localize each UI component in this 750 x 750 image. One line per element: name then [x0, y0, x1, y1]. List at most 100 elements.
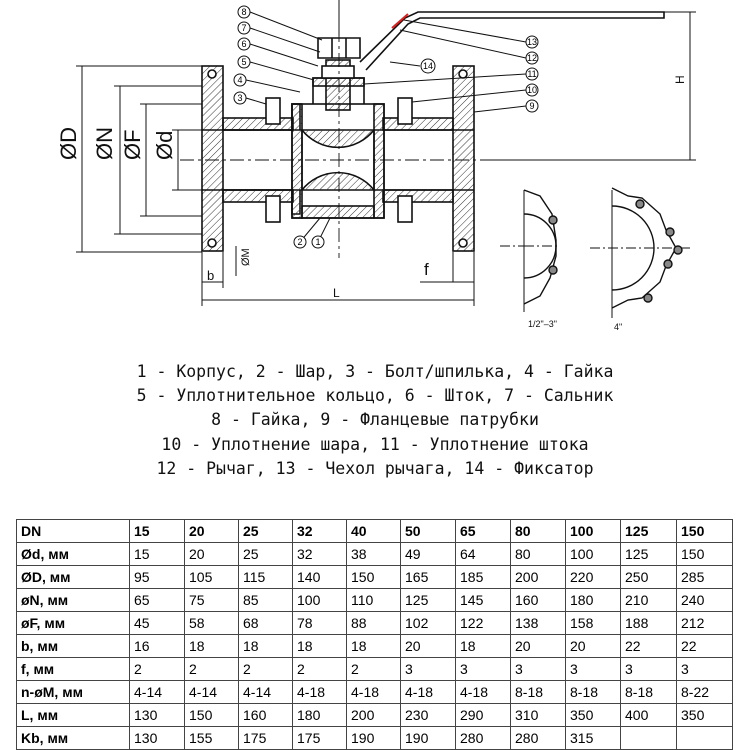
callout-7: 7 [237, 21, 251, 35]
callout-8-label: 8 [241, 7, 246, 17]
ball [301, 129, 375, 149]
value-cell: 200 [346, 703, 401, 727]
value-cell: 210 [620, 588, 677, 612]
value-cell: 185 [455, 565, 511, 589]
value-cell: 49 [400, 542, 456, 566]
value-cell [620, 726, 677, 750]
legend-line: 1 - Корпус, 2 - Шар, 3 - Болт/шпилька, 4… [136, 362, 614, 381]
value-cell: 175 [292, 726, 347, 750]
value-cell: 315 [565, 726, 621, 750]
header-cell: 100 [565, 519, 621, 543]
value-cell: 125 [620, 542, 677, 566]
value-cell: 8-22 [676, 680, 733, 704]
value-cell: 8-18 [510, 680, 566, 704]
value-cell: 190 [400, 726, 456, 750]
dimension-lines [76, 11, 696, 306]
value-cell: 400 [620, 703, 677, 727]
row-label-cell: n-øM, мм [16, 680, 130, 704]
dimension-labels: ØD ØN ØF Ød ØM b f L H [56, 75, 687, 300]
value-cell: 85 [238, 588, 293, 612]
value-cell: 18 [238, 634, 293, 658]
callout-13: 13 [525, 35, 539, 49]
value-cell: 2 [346, 657, 401, 681]
callout-10: 10 [525, 83, 539, 97]
row-label-cell: b, мм [16, 634, 130, 658]
header-cell: 40 [346, 519, 401, 543]
value-cell: 150 [184, 703, 239, 727]
callout-7-label: 7 [241, 23, 246, 33]
left-flange [201, 65, 224, 252]
value-cell: 18 [346, 634, 401, 658]
value-cell: 140 [292, 565, 347, 589]
value-cell: 280 [510, 726, 566, 750]
bolt-right-bottom [397, 195, 413, 223]
legend-line: 12 - Рычаг, 13 - Чехол рычага, 14 - Фикс… [156, 458, 594, 478]
value-cell: 145 [455, 588, 511, 612]
callout-8: 8 [237, 5, 251, 19]
value-cell: 4-14 [129, 680, 185, 704]
callout-2-label: 2 [297, 237, 302, 247]
callout-4: 4 [233, 73, 247, 87]
value-cell: 220 [565, 565, 621, 589]
callout-5-label: 5 [241, 57, 246, 67]
value-cell: 75 [184, 588, 239, 612]
row-label-cell: L, мм [16, 703, 130, 727]
callout-1: 1 [311, 235, 325, 249]
value-cell: 280 [455, 726, 511, 750]
dim-d-label: Ød [152, 131, 177, 160]
value-cell: 230 [400, 703, 456, 727]
value-cell: 4-18 [455, 680, 511, 704]
value-cell: 4-14 [238, 680, 293, 704]
lever-handle [359, 11, 665, 71]
part-callouts: 1 2 3 4 5 6 7 8 9 10 11 12 13 14 [233, 5, 539, 249]
bolt-left-bottom [265, 195, 281, 223]
value-cell: 105 [184, 565, 239, 589]
value-cell: 160 [238, 703, 293, 727]
header-cell: 65 [455, 519, 511, 543]
flange-view-small: 1/2"–3" [500, 189, 560, 329]
value-cell: 240 [676, 588, 733, 612]
value-cell: 18 [184, 634, 239, 658]
row-label-cell: f, мм [16, 657, 130, 681]
value-cell: 15 [129, 542, 185, 566]
flange-size-label-large: 4" [614, 322, 622, 332]
value-cell: 250 [620, 565, 677, 589]
value-cell: 8-18 [620, 680, 677, 704]
parts-legend: 1 - Корпус, 2 - Шар, 3 - Болт/шпилька, 4… [0, 360, 750, 481]
value-cell: 3 [455, 657, 511, 681]
callout-13-label: 13 [527, 37, 537, 47]
callout-6-label: 6 [241, 39, 246, 49]
value-cell: 78 [292, 611, 347, 635]
callout-3-label: 3 [237, 93, 242, 103]
dimensions-table: DN 15 20 25 32 40 50 65 80 100 125 150 Ø… [16, 519, 733, 750]
value-cell: 45 [129, 611, 185, 635]
value-cell: 68 [238, 611, 293, 635]
value-cell: 160 [510, 588, 566, 612]
callout-1-label: 1 [315, 237, 320, 247]
row-label-cell: øF, мм [16, 611, 130, 635]
value-cell: 190 [346, 726, 401, 750]
dim-b-label: b [207, 268, 214, 283]
value-cell: 285 [676, 565, 733, 589]
value-cell: 130 [129, 726, 185, 750]
callout-12: 12 [525, 51, 539, 65]
callout-9: 9 [525, 99, 539, 113]
value-cell: 2 [292, 657, 347, 681]
value-cell: 2 [129, 657, 185, 681]
header-cell: 80 [510, 519, 566, 543]
value-cell: 64 [455, 542, 511, 566]
value-cell: 8-18 [565, 680, 621, 704]
bolt-left-top [265, 97, 281, 125]
value-cell: 20 [184, 542, 239, 566]
value-cell [676, 726, 733, 750]
bolt-right-top [397, 97, 413, 125]
callout-11-label: 11 [527, 69, 536, 79]
value-cell: 4-14 [184, 680, 239, 704]
dim-D-label: ØD [56, 127, 81, 160]
